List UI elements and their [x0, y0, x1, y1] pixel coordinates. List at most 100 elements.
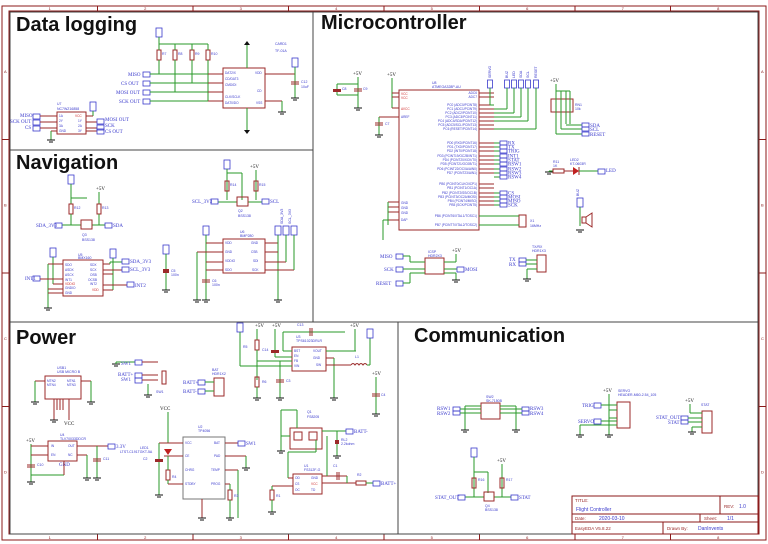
svg-text:INT1: INT1 [65, 278, 72, 282]
svg-text:PROG: PROG [211, 482, 221, 486]
mcu-pin-label: ADC7 [468, 95, 477, 99]
svg-text:U2: U2 [198, 425, 203, 429]
charger-ic-u2 [182, 436, 226, 500]
svg-text:R8: R8 [178, 52, 183, 56]
svg-text:AVCC: AVCC [401, 107, 410, 111]
svg-text:GND: GND [65, 291, 73, 295]
svg-text:1A: 1A [59, 114, 64, 118]
resistor-r9 [189, 49, 195, 61]
section-title-data-logging: Data logging [16, 14, 137, 36]
border-tick-label: 3 [240, 6, 243, 11]
svg-text:BMX160: BMX160 [78, 256, 91, 260]
net-flag [499, 161, 508, 167]
svg-text:ASDX: ASDX [65, 268, 75, 272]
border-tick-label: A [4, 69, 7, 74]
svg-text:SERVO: SERVO [618, 389, 630, 393]
net-label: MOSI [508, 196, 521, 201]
net-flag [487, 79, 493, 89]
net-label-sck-out-buf: SCK OUT [10, 120, 31, 125]
svg-text:LED1: LED1 [140, 446, 149, 450]
svg-text:BST: BST [294, 349, 300, 353]
svg-text:Date:: Date: [575, 516, 586, 521]
svg-text:U4: U4 [60, 433, 65, 437]
svg-text:1Y: 1Y [78, 119, 83, 123]
svg-text:+5V: +5V [96, 187, 105, 192]
svg-text:SW2: SW2 [486, 395, 494, 399]
svg-text:10k: 10k [575, 107, 581, 111]
svg-text:C11: C11 [103, 457, 109, 461]
svg-text:VCC: VCC [401, 96, 408, 100]
svg-text:BMP280: BMP280 [240, 234, 253, 238]
svg-text:R5: R5 [243, 345, 248, 349]
svg-text:VOUT: VOUT [313, 349, 322, 353]
mcu-pin-label: PC6 (RESET/PCINT14) [443, 127, 477, 131]
net-label: RSW4 [508, 176, 522, 181]
svg-text:DAP: DAP [401, 218, 408, 222]
mcu-pin-label: PB2 (PCINT2/SS/OC1B) [442, 191, 477, 195]
resistor-r3 [227, 489, 233, 501]
svg-text:U5: U5 [78, 253, 83, 257]
net-label: RSW3 [508, 172, 522, 177]
svg-text:MTN1: MTN1 [67, 379, 76, 383]
svg-text:LTST-C191TGKT-5A: LTST-C191TGKT-5A [120, 450, 153, 454]
resistor-r8 [172, 49, 178, 61]
svg-text:GND: GND [401, 206, 409, 210]
svg-text:BUZ: BUZ [576, 188, 580, 196]
resistor-r12 [68, 203, 74, 215]
uart-header [536, 254, 547, 273]
mcu-pin-label: PC5 (ADC5/SCL/PCINT13) [438, 123, 477, 127]
svg-text:BATT-: BATT- [354, 430, 368, 435]
mcu-pin-label: PD7 (PCINT23/AIN1) [447, 171, 477, 175]
net-label-sda: SDA [113, 224, 123, 229]
svg-text:1K: 1K [553, 164, 558, 168]
mcu-pin-label: PC2 (ADC2/PCINT10) [445, 111, 477, 115]
mcu-pin-label: PD2 (INT0/PCINT18) [447, 149, 477, 153]
resistor-r13 [96, 203, 102, 215]
svg-text:2Y: 2Y [59, 119, 64, 123]
svg-text:TP4056: TP4056 [198, 429, 210, 433]
svg-text:+5V: +5V [350, 324, 359, 329]
svg-text:EN: EN [294, 354, 299, 358]
net-flag [533, 79, 539, 89]
title-block-rev: 1.0 [739, 504, 746, 510]
svg-text:R13: R13 [102, 206, 108, 210]
svg-text:2.2kohm: 2.2kohm [341, 442, 355, 446]
buffer-ic-u7 [56, 111, 87, 135]
svg-text:100n: 100n [212, 283, 220, 287]
svg-text:ATMEGA328P-AU: ATMEGA328P-AU [432, 85, 461, 89]
net-flag [499, 148, 508, 154]
svg-text:TD: TD [311, 488, 316, 492]
svg-text:R15: R15 [259, 183, 265, 187]
svg-text:STAT_OUT: STAT_OUT [435, 496, 459, 501]
net-flag [499, 144, 508, 150]
border-tick-label: 5 [431, 535, 434, 540]
svg-text:Sheet:: Sheet: [704, 516, 717, 521]
svg-text:STAT: STAT [701, 403, 710, 407]
net-label: RESET [534, 65, 538, 78]
svg-text:REV:: REV: [724, 504, 734, 509]
svg-text:USB MICRO B: USB MICRO B [57, 370, 81, 374]
panel-power [9, 321, 399, 535]
svg-text:SCL_3V3: SCL_3V3 [288, 209, 292, 224]
svg-text:VCC: VCC [311, 482, 318, 486]
panel-navigation [9, 149, 314, 323]
svg-text:NC7WZ16858: NC7WZ16858 [57, 107, 79, 111]
svg-text:HDR1X3: HDR1X3 [532, 249, 546, 253]
mcu-pin-label: PB3 (PCINT3/OC2A/MOSI) [438, 195, 477, 199]
svg-text:3A: 3A [59, 124, 64, 128]
svg-text:C3: C3 [286, 379, 291, 383]
svg-text:+5V: +5V [255, 324, 264, 329]
border-tick-label: C [4, 336, 7, 341]
mcu-pin-label: PD3 (PCINT19/OC2B/INT1) [437, 154, 477, 158]
net-label-int1: INT1 [25, 277, 36, 282]
mosfet-q4 [483, 491, 495, 502]
svg-text:RSW4: RSW4 [530, 412, 544, 417]
net-label-mosi-out-buf: MOSI OUT [105, 118, 129, 123]
svg-text:U8: U8 [432, 81, 437, 85]
net-label-scl-3v3-imu: SCL_3V3 [130, 268, 151, 273]
svg-text:EN: EN [51, 453, 56, 457]
resistor-r5 [254, 339, 260, 351]
svg-text:VDDIO: VDDIO [65, 282, 76, 286]
net-label-sck-out: SCK OUT [119, 100, 140, 105]
